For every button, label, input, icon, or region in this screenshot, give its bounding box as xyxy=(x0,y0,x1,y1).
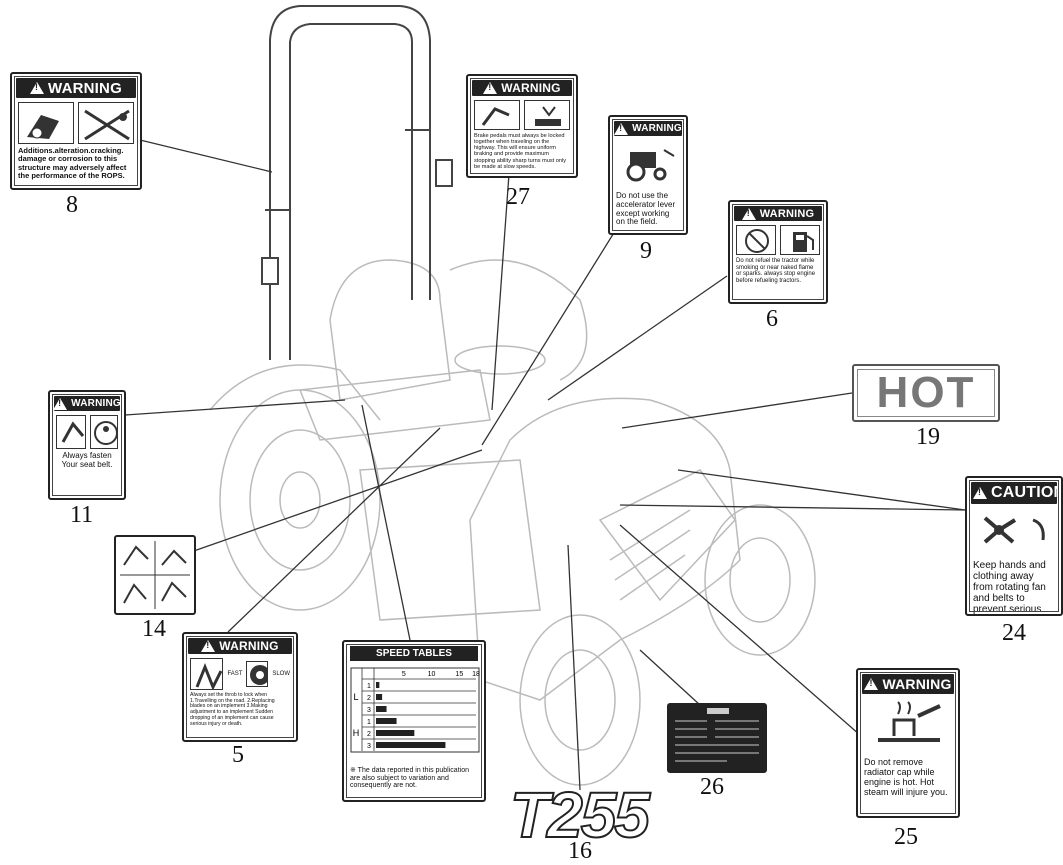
speed-tick-label: 10 xyxy=(428,671,436,678)
caution-triangle-icon xyxy=(973,487,987,499)
speed-range-label: H xyxy=(353,728,360,738)
decal-text: HOT xyxy=(876,368,976,417)
warning-triangle-icon xyxy=(201,640,216,652)
decal-number-26: 26 xyxy=(700,774,724,800)
decal-27-brake-warning: WARNING Brake pedals must always be lock… xyxy=(466,74,578,178)
operator-seat-icon xyxy=(89,415,118,449)
decal-number-24: 24 xyxy=(1002,620,1026,646)
speed-gear-label: 1 xyxy=(367,719,371,726)
decal-9-accelerator-warning: WARNING Do not use the accelerator lever… xyxy=(608,115,688,235)
serial-plate-lines xyxy=(675,708,759,762)
speed-gear-label: 3 xyxy=(367,707,371,714)
speed-bar xyxy=(376,718,397,724)
decal-header: WARNING xyxy=(501,81,561,95)
decal-number-6: 6 xyxy=(766,306,778,332)
warning-triangle-icon xyxy=(741,207,756,220)
decal-number-8: 8 xyxy=(66,192,78,218)
warning-triangle-icon xyxy=(864,678,879,690)
decal-number-5: 5 xyxy=(232,742,244,768)
speed-gear-label: 2 xyxy=(367,731,371,738)
decal-number-19: 19 xyxy=(916,424,940,450)
decal-number-16: 16 xyxy=(568,838,592,864)
decal-25-radiator-warning: WARNING Do not remove radiator cap while… xyxy=(856,668,960,818)
slow-label: SLOW xyxy=(272,671,290,677)
speed-gear-label: 1 xyxy=(367,683,371,690)
decal-number-14: 14 xyxy=(142,616,166,642)
speed-tick-label: 5 xyxy=(402,671,406,678)
speed-range-label: L xyxy=(353,692,358,702)
fast-label: FAST xyxy=(227,671,243,677)
speed-table-title: SPEED TABLES xyxy=(350,646,478,661)
decal-text: Do not remove radiator cap while engine … xyxy=(864,757,948,797)
speed-bar xyxy=(376,742,446,748)
pedal-lock-icon xyxy=(524,100,570,130)
decal-header: WARNING xyxy=(48,79,122,97)
no-modification-icon xyxy=(78,102,134,144)
decal-text: Brake pedals must always be locked toget… xyxy=(474,133,567,170)
fuel-pump-icon xyxy=(780,225,820,255)
decal-24-fan-caution: CAUTION Keep hands and clothing away fro… xyxy=(965,476,1063,616)
brake-pedal-icon xyxy=(474,100,520,130)
warning-triangle-icon xyxy=(53,397,68,410)
decal-number-25: 25 xyxy=(894,824,918,850)
decal-speed-tables: SPEED TABLES 5 10 15 18 1 2 3 1 2 3 L H ※ The data … xyxy=(342,640,486,802)
decal-16-model-badge: T255 xyxy=(509,778,651,852)
decal-5-hydraulic-lock-warning: WARNING FAST SLOW Always set the throb t… xyxy=(182,632,298,742)
decal-header: WARNING xyxy=(759,207,815,220)
decal-header: WARNING xyxy=(632,123,682,134)
decal-number-27: 27 xyxy=(506,184,530,210)
warning-triangle-icon xyxy=(614,122,629,135)
hitch-pictogram-icons xyxy=(120,541,190,609)
decal-header: WARNING xyxy=(219,639,279,653)
decal-text: Always set the throb to lock when 1.Trav… xyxy=(190,692,275,727)
decal-number-11: 11 xyxy=(70,502,94,528)
decal-header: WARNING xyxy=(71,398,121,409)
tractor-icon xyxy=(626,149,675,182)
lowering-speed-knob-icon xyxy=(246,661,269,687)
speed-tick-label: 15 xyxy=(455,671,463,678)
decal-6-refuel-warning: WARNING Do not refuel the tractor while … xyxy=(728,200,828,304)
decal-11-seatbelt-warning: WARNING Always fasten Your seat belt. xyxy=(48,390,126,500)
speed-bar xyxy=(376,694,383,700)
warning-triangle-icon xyxy=(483,82,498,94)
speed-gear-label: 3 xyxy=(367,743,371,750)
decal-19-hot: HOT xyxy=(852,364,1000,422)
speed-table-chart: 5 10 15 18 1 2 3 1 2 3 L H xyxy=(350,667,480,753)
speed-table-note: ※ The data reported in this publication … xyxy=(350,767,469,790)
decal-text: Do not use the accelerator lever except … xyxy=(616,191,676,227)
decal-14-hitch-pictograms xyxy=(114,535,196,615)
decal-text: Do not refuel the tractor while smoking … xyxy=(736,258,816,284)
decal-26-serial-plate xyxy=(667,703,767,773)
speed-bar xyxy=(376,706,387,712)
speed-tick-label: 18 xyxy=(472,671,480,678)
rollover-icon xyxy=(18,102,74,144)
hot-steam-icon xyxy=(878,701,941,742)
decal-number-9: 9 xyxy=(640,238,652,264)
decal-text: Always fasten Your seat belt. xyxy=(61,451,113,469)
decal-8-rops-warning: WARNING Additions.alteration.cracking. d… xyxy=(10,72,142,190)
speed-gear-label: 2 xyxy=(367,695,371,702)
rotating-fan-icon xyxy=(983,516,1045,544)
decal-header: WARNING xyxy=(882,676,952,692)
warning-triangle-icon xyxy=(30,82,45,94)
decal-text: Additions.alteration.cracking. damage or… xyxy=(18,146,127,180)
speed-bar xyxy=(376,730,415,736)
decal-text: Keep hands and clothing away from rotati… xyxy=(973,560,1046,615)
decal-header: CAUTION xyxy=(991,484,1063,501)
no-smoking-icon xyxy=(736,225,776,255)
crush-hazard-icon xyxy=(190,658,224,690)
seatbelt-icon xyxy=(56,415,86,449)
speed-bar xyxy=(376,682,380,688)
